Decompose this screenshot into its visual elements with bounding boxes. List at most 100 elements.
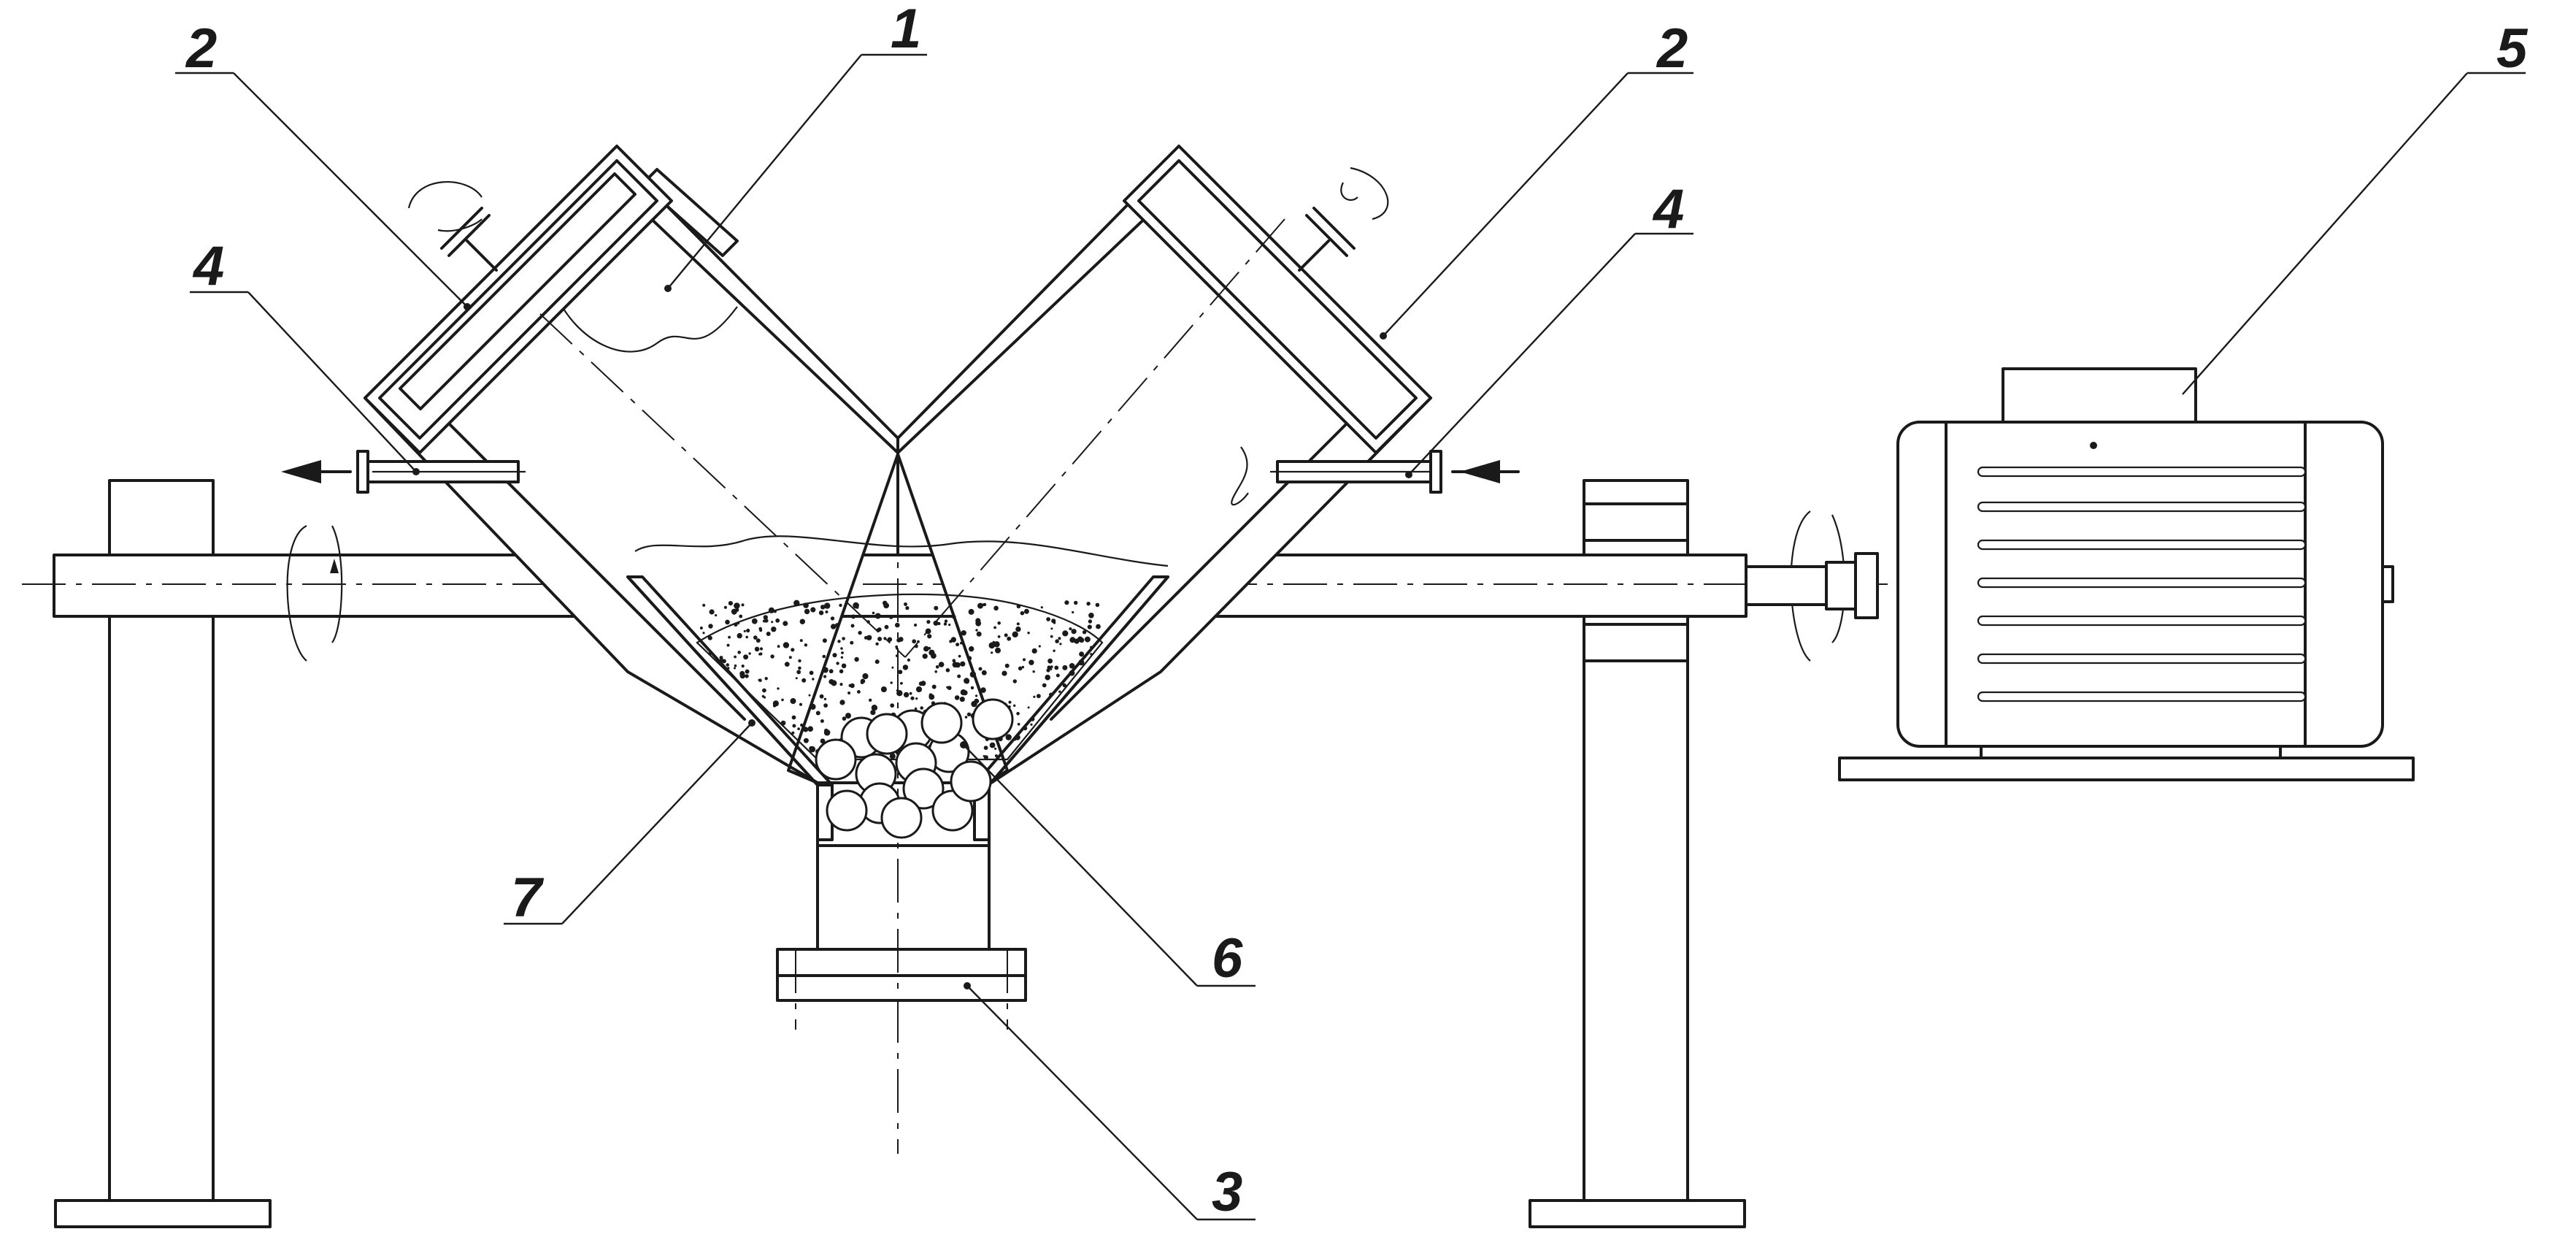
powder-speck	[992, 640, 996, 644]
powder-speck	[948, 624, 951, 627]
powder-speck	[839, 700, 845, 705]
powder-speck	[1050, 627, 1053, 630]
powder-speck	[994, 747, 997, 750]
powder-speck	[1069, 627, 1072, 631]
powder-speck	[835, 623, 839, 628]
grinding-ball	[826, 789, 868, 832]
powder-speck	[728, 601, 734, 606]
powder-speck	[1017, 722, 1020, 726]
powder-speck	[1071, 629, 1077, 635]
label-4-left: 4	[192, 235, 224, 297]
powder-speck	[734, 602, 740, 609]
powder-speck	[1023, 726, 1028, 731]
powder-speck	[809, 670, 814, 675]
powder-speck	[748, 652, 751, 655]
powder-speck	[780, 720, 786, 726]
powder-speck	[796, 670, 801, 675]
callout-label-2-left: 2	[175, 18, 471, 310]
powder-speck	[869, 698, 872, 702]
grinding-ball	[902, 767, 945, 810]
powder-speck	[928, 694, 935, 700]
powder-speck	[915, 697, 918, 700]
powder-speck	[699, 627, 703, 629]
label-7: 7	[511, 867, 545, 929]
powder-speck	[820, 605, 826, 610]
powder-speck	[872, 611, 875, 615]
powder-speck	[1032, 670, 1035, 673]
powder-speck	[1086, 602, 1091, 606]
powder-speck	[1030, 716, 1035, 721]
powder-speck	[890, 681, 893, 684]
powder-speck	[1062, 683, 1067, 688]
powder-speck	[1040, 606, 1043, 609]
arm-axes	[539, 218, 1285, 658]
powder-speck	[1037, 694, 1041, 699]
powder-speck	[935, 665, 939, 669]
powder-speck	[726, 663, 729, 667]
powder-speck	[745, 635, 748, 639]
powder-speck	[980, 687, 986, 693]
electric-motor	[1838, 367, 2415, 781]
powder-speck	[708, 651, 712, 656]
powder-speck	[831, 680, 837, 686]
powder-speck	[808, 694, 811, 697]
powder-speck	[1007, 636, 1012, 641]
powder-speck	[828, 669, 834, 674]
powder-speck	[875, 642, 879, 646]
powder-speck	[707, 635, 712, 640]
powder-speck	[909, 692, 912, 695]
powder-speck	[1004, 663, 1010, 668]
powder-speck	[763, 696, 766, 699]
powder-speck	[853, 602, 859, 609]
powder-speck	[874, 613, 881, 619]
powder-speck	[1056, 673, 1060, 678]
powder-speck	[967, 656, 972, 661]
powder-speck	[739, 614, 743, 619]
powder-speck	[943, 622, 947, 626]
powder-speck	[993, 605, 999, 611]
powder-speck	[783, 621, 788, 627]
powder-speck	[759, 647, 764, 651]
powder-speck	[839, 603, 842, 608]
powder-speck	[741, 665, 745, 668]
powder-speck	[1018, 666, 1023, 671]
powder-speck	[1050, 667, 1053, 670]
left-nozzle	[281, 450, 526, 494]
powder-speck	[822, 654, 826, 659]
powder-speck	[954, 695, 960, 700]
powder-speck	[820, 719, 824, 723]
powder-speck	[989, 742, 996, 748]
powder-speck	[1084, 636, 1091, 643]
grinding-ball	[920, 702, 963, 744]
powder-speck	[734, 655, 737, 659]
powder-speck	[1004, 633, 1008, 637]
powder-speck	[1047, 658, 1053, 664]
powder-speck	[801, 678, 807, 683]
powder-speck	[768, 607, 774, 613]
powder-speck	[775, 618, 780, 623]
powder-speck	[928, 646, 931, 650]
powder-speck	[745, 674, 749, 678]
powder-speck	[737, 651, 741, 654]
powder-speck	[731, 608, 737, 615]
powder-speck	[850, 640, 854, 645]
powder-speck	[997, 621, 1001, 625]
powder-speck	[841, 651, 844, 654]
powder-speck	[1096, 624, 1101, 629]
powder-speck	[819, 694, 824, 699]
powder-speck	[933, 620, 939, 626]
powder-speck	[771, 627, 777, 632]
powder-speck	[1069, 637, 1076, 643]
powder-speck	[754, 646, 760, 652]
powder-speck	[797, 727, 800, 730]
powder-speck	[804, 608, 810, 615]
powder-speck	[978, 667, 983, 671]
powder-speck	[810, 703, 816, 710]
powder-speck	[958, 654, 961, 658]
powder-speck	[709, 609, 715, 615]
powder-speck	[734, 664, 737, 667]
powder-speck	[1055, 639, 1059, 643]
powder-speck	[840, 647, 843, 650]
powder-speck	[880, 686, 887, 692]
powder-speck	[952, 614, 956, 619]
